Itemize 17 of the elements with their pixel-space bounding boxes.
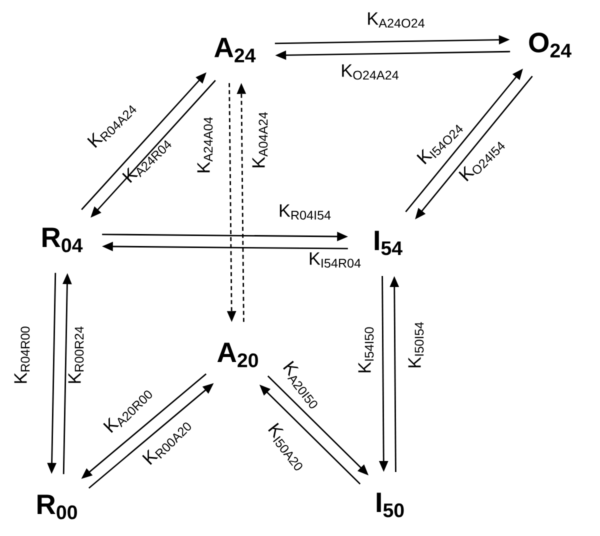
state-label: A$_{20}$ xyxy=(217,342,258,368)
state-label: A$_{24}$ xyxy=(214,38,256,62)
edge-label: K$_{R04I54}$ xyxy=(280,204,331,220)
state-label: I$_{54}$ xyxy=(374,230,402,256)
edge-label: K$_{A24A04}$ xyxy=(197,117,213,172)
edge-label: K$_{A04A24}$ xyxy=(252,112,268,168)
edge-label: K$_{R00R24}$ xyxy=(68,326,84,383)
edge-label: K$_{I54I50}$ xyxy=(358,327,374,372)
state-label: I$_{50}$ xyxy=(376,492,404,518)
state-label: R$_{04}$ xyxy=(42,228,83,252)
edge-label: K$_{R04R00}$ xyxy=(14,326,30,383)
edge-label: K$_{A24O24}$ xyxy=(368,12,424,28)
edge-label: K$_{I54R04}$ xyxy=(310,252,361,268)
edge-label: K$_{I50I54}$ xyxy=(408,322,424,368)
state-label: O$_{24}$ xyxy=(529,32,572,58)
state-label: R$_{00}$ xyxy=(38,494,77,520)
edge-label: K$_{O24A24}$ xyxy=(342,64,398,80)
